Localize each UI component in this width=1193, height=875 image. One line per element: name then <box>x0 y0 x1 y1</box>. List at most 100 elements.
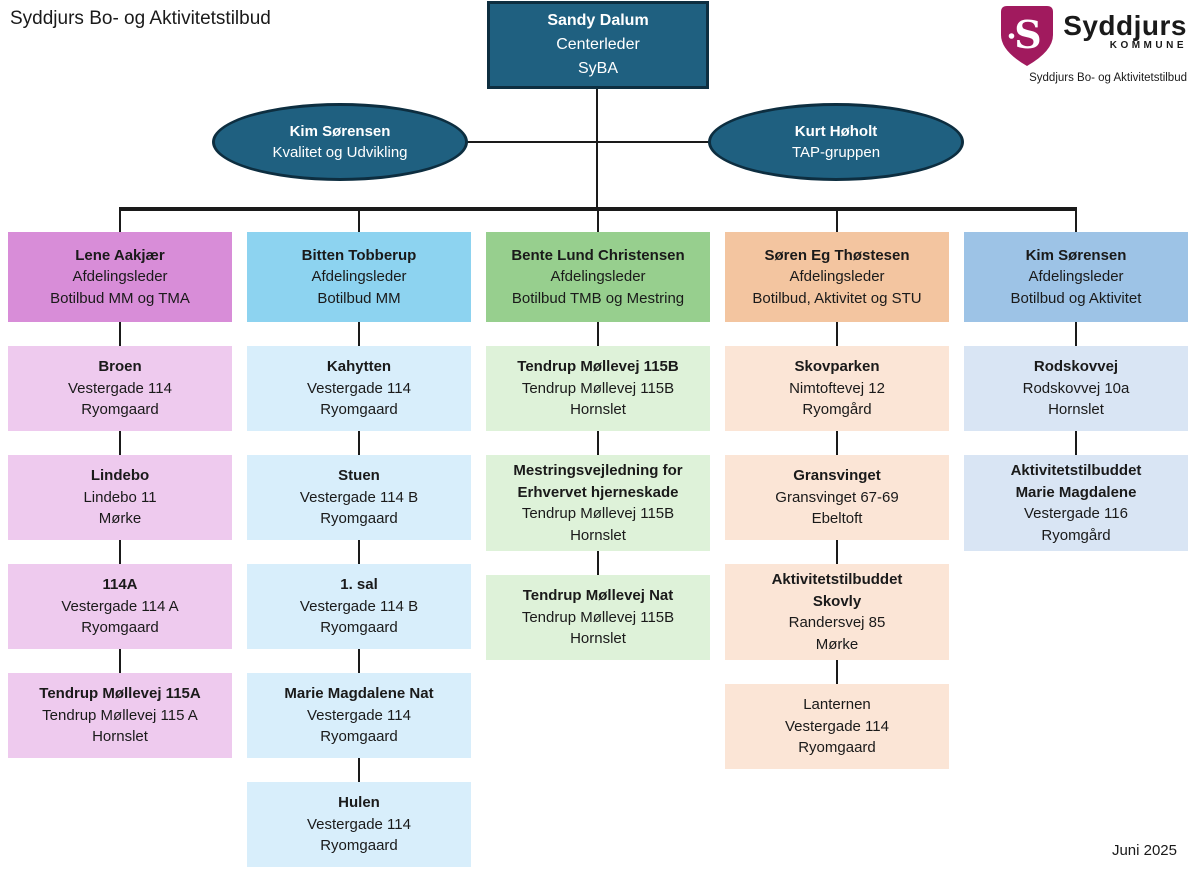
leader-box: Lene Aakjær Afdelingsleder Botilbud MM o… <box>8 232 232 322</box>
leader-name: Bente Lund Christensen <box>511 246 685 264</box>
unit-title: Marie Magdalene <box>1015 483 1137 501</box>
unit-address-line: Ryomgaard <box>798 739 876 757</box>
unit-box: Skovparken Nimtoftevej 12 Ryomgård <box>725 346 949 431</box>
unit-address-line: Tendrup Møllevej 115B <box>521 608 675 626</box>
unit-address-line: Vestergade 114 B <box>299 597 419 615</box>
staff-name: Kim Sørensen <box>289 123 391 140</box>
unit-title: 114A <box>102 576 138 594</box>
unit-box: Aktivitetstilbuddet Skovly Randersvej 85… <box>725 564 949 660</box>
kommune-logo: S Syddjurs KOMMUNE Syddjurs Bo- og Aktiv… <box>1000 5 1187 84</box>
unit-address-line: Tendrup Møllevej 115B <box>521 379 675 397</box>
connector-root-vertical <box>596 88 598 208</box>
unit-title: Skovparken <box>794 358 880 376</box>
root-org: SyBA <box>577 60 618 77</box>
unit-address-line: Vestergade 114 <box>307 379 411 397</box>
unit-address-line: Vestergade 114 A <box>61 597 179 615</box>
unit-title: Marie Magdalene Nat <box>284 685 434 703</box>
unit-box: Broen Vestergade 114 Ryomgaard <box>8 346 232 431</box>
unit-box: Gransvinget Gransvinget 67-69 Ebeltoft <box>725 455 949 540</box>
leader-name: Bitten Tobberup <box>301 246 417 264</box>
unit-address-line: Mørke <box>98 510 142 528</box>
unit-address-line: Lindebo 11 <box>83 488 157 506</box>
unit-address-line: Ryomgaard <box>320 510 398 528</box>
unit-address-line: Hornslet <box>570 526 626 544</box>
leader-role: Afdelingsleder <box>789 268 885 286</box>
unit-box: Kahytten Vestergade 114 Ryomgaard <box>247 346 471 431</box>
unit-title: Mestringsvejledning for <box>513 462 683 479</box>
unit-box: Rodskovvej Rodskovvej 10a Hornslet <box>964 346 1188 431</box>
unit-box: 1. sal Vestergade 114 B Ryomgaard <box>247 564 471 649</box>
unit-address-line: Ryomgaard <box>320 401 398 419</box>
unit-address-line: Ryomgaard <box>320 728 398 746</box>
unit-address-line: Ryomgaard <box>320 837 398 855</box>
unit-box: Hulen Vestergade 114 Ryomgaard <box>247 782 471 867</box>
unit-box: Stuen Vestergade 114 B Ryomgaard <box>247 455 471 540</box>
unit-box: Tendrup Møllevej 115B Tendrup Møllevej 1… <box>486 346 710 431</box>
columns-grid: Lene Aakjær Afdelingsleder Botilbud MM o… <box>8 207 1188 867</box>
leader-box: Bente Lund Christensen Afdelingsleder Bo… <box>486 232 710 322</box>
staff-node-tap: Kurt Høholt TAP-gruppen <box>708 103 964 181</box>
unit-title: Hulen <box>338 794 380 812</box>
unit-address-line: Gransvinget 67-69 <box>775 488 899 506</box>
column-botilbud-aktivitet-stu: Søren Eg Thøstesen Afdelingsleder Botilb… <box>725 207 949 769</box>
unit-title: Aktivitetstilbuddet <box>1010 462 1142 479</box>
unit-address-line: Tendrup Møllevej 115B <box>521 505 675 522</box>
unit-box: Aktivitetstilbuddet Marie Magdalene Vest… <box>964 455 1188 551</box>
unit-title: Tendrup Møllevej 115B <box>517 358 679 376</box>
leader-unit: Botilbud og Aktivitet <box>1010 289 1142 307</box>
unit-address-line: Ebeltoft <box>811 510 863 528</box>
root-node: Sandy Dalum Centerleder SyBA <box>487 1 709 89</box>
unit-address-line: Ryomgaard <box>81 401 159 419</box>
unit-address-line: Ryomgård <box>802 401 872 419</box>
root-name: Sandy Dalum <box>547 12 649 29</box>
page-title: Syddjurs Bo- og Aktivitetstilbud <box>10 8 271 29</box>
leader-role: Afdelingsleder <box>1028 268 1124 286</box>
unit-title: Skovly <box>812 592 862 610</box>
logo-caption: Syddjurs Bo- og Aktivitetstilbud <box>1029 72 1187 84</box>
unit-address-line: Ryomgaard <box>81 619 159 637</box>
leader-role: Afdelingsleder <box>311 268 407 286</box>
staff-role: TAP-gruppen <box>791 144 881 161</box>
leader-name: Kim Sørensen <box>1025 246 1127 264</box>
svg-text:S: S <box>1014 12 1041 57</box>
unit-box: Mestringsvejledning for Erhvervet hjerne… <box>486 455 710 551</box>
leader-unit: Botilbud MM <box>317 289 401 307</box>
unit-address-line: Hornslet <box>570 630 626 648</box>
unit-box: Tendrup Møllevej 115A Tendrup Møllevej 1… <box>8 673 232 758</box>
leader-box: Søren Eg Thøstesen Afdelingsleder Botilb… <box>725 232 949 322</box>
unit-box: Marie Magdalene Nat Vestergade 114 Ryomg… <box>247 673 471 758</box>
leader-role: Afdelingsleder <box>550 268 646 286</box>
unit-title: Gransvinget <box>793 467 881 485</box>
unit-title: Aktivitetstilbuddet <box>771 571 903 588</box>
unit-address-line: Tendrup Møllevej 115 A <box>42 706 198 724</box>
unit-box: Lindebo Lindebo 11 Mørke <box>8 455 232 540</box>
staff-node-kvalitet: Kim Sørensen Kvalitet og Udvikling <box>212 103 468 181</box>
leader-name: Søren Eg Thøstesen <box>764 246 910 264</box>
connector-staff-horizontal <box>430 141 770 143</box>
unit-title: Rodskovvej <box>1033 358 1119 376</box>
unit-address-line: Ryomgaard <box>320 619 398 637</box>
unit-title: Erhvervet hjerneskade <box>517 483 679 501</box>
unit-title: Tendrup Møllevej Nat <box>522 587 674 605</box>
unit-title: Broen <box>98 358 142 376</box>
unit-address-line: Vestergade 114 <box>785 717 889 735</box>
leader-unit: Botilbud TMB og Mestring <box>511 289 685 307</box>
column-botilbud-mm: Bitten Tobberup Afdelingsleder Botilbud … <box>247 207 471 867</box>
unit-title: Kahytten <box>326 358 392 376</box>
column-botilbud-og-aktivitet: Kim Sørensen Afdelingsleder Botilbud og … <box>964 207 1188 551</box>
unit-title: Tendrup Møllevej 115A <box>39 685 201 703</box>
unit-address-line: Vestergade 114 <box>307 815 411 833</box>
unit-box: Tendrup Møllevej Nat Tendrup Møllevej 11… <box>486 575 710 660</box>
staff-name: Kurt Høholt <box>794 123 878 140</box>
date-label: Juni 2025 <box>1111 842 1177 859</box>
unit-address-line: Vestergade 114 B <box>299 488 419 506</box>
unit-title: 1. sal <box>340 576 378 594</box>
column-botilbud-tmb-mestring: Bente Lund Christensen Afdelingsleder Bo… <box>486 207 710 660</box>
leader-unit: Botilbud MM og TMA <box>50 289 190 307</box>
unit-address-line: Hornslet <box>92 728 148 746</box>
unit-address-line: Vestergade 116 <box>1024 505 1128 522</box>
unit-address-line: Hornslet <box>570 401 626 419</box>
unit-box: 114A Vestergade 114 A Ryomgaard <box>8 564 232 649</box>
unit-address-line: Vestergade 114 <box>68 379 172 397</box>
